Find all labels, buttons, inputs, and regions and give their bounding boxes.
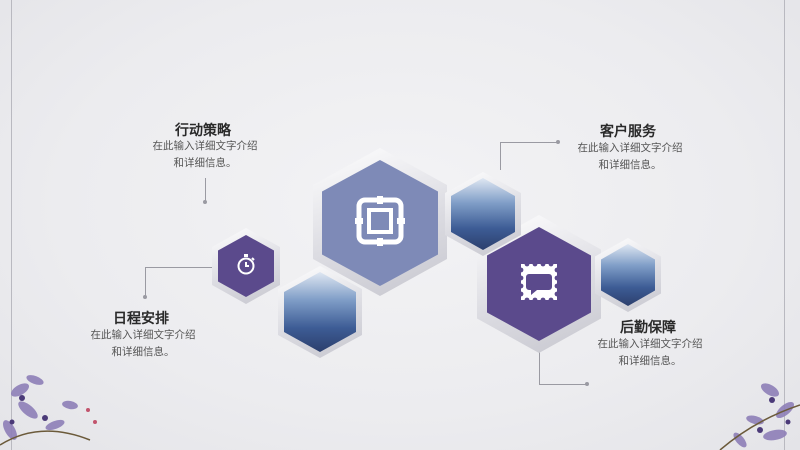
connector-line bbox=[145, 267, 215, 268]
center-hexagon bbox=[322, 160, 438, 286]
right-frame-line bbox=[784, 0, 785, 450]
item-desc-line: 和详细信息。 bbox=[173, 157, 237, 169]
connector-line bbox=[145, 267, 146, 297]
stopwatch-icon bbox=[235, 253, 257, 279]
frame-square-icon bbox=[353, 194, 407, 252]
item-desc-line: 在此输入详细文字介绍 bbox=[90, 329, 196, 341]
connector-line bbox=[539, 330, 540, 385]
item-desc-line: 在此输入详细文字介绍 bbox=[152, 140, 258, 152]
connector-line bbox=[539, 384, 587, 385]
item-description: 在此输入详细文字介绍 和详细信息。 bbox=[140, 138, 270, 172]
item-title: 客户服务 bbox=[600, 124, 656, 140]
item-desc-line: 和详细信息。 bbox=[111, 346, 175, 358]
item-title: 后勤保障 bbox=[620, 320, 676, 336]
item-description: 在此输入详细文字介绍 和详细信息。 bbox=[565, 140, 695, 174]
left-frame-line bbox=[11, 0, 12, 450]
stamp-chat-icon bbox=[517, 260, 561, 308]
connector-line bbox=[500, 142, 501, 170]
item-desc-line: 和详细信息。 bbox=[618, 355, 682, 367]
connector-dot bbox=[585, 382, 589, 386]
item-desc-line: 在此输入详细文字介绍 bbox=[577, 142, 683, 154]
flower-decoration-left bbox=[0, 375, 97, 446]
mountain-photo bbox=[284, 272, 356, 352]
item-description: 在此输入详细文字介绍 和详细信息。 bbox=[78, 327, 208, 361]
connector-dot bbox=[203, 200, 207, 204]
item-title: 日程安排 bbox=[113, 311, 169, 327]
item-description: 在此输入详细文字介绍 和详细信息。 bbox=[585, 336, 715, 370]
item-desc-line: 在此输入详细文字介绍 bbox=[597, 338, 703, 350]
flower-decoration-right bbox=[719, 383, 800, 450]
connector-dot bbox=[556, 140, 560, 144]
connector-dot bbox=[143, 295, 147, 299]
item-desc-line: 和详细信息。 bbox=[598, 159, 662, 171]
item-title: 行动策略 bbox=[175, 123, 231, 139]
connector-line bbox=[500, 142, 558, 143]
connector-line bbox=[205, 178, 206, 202]
